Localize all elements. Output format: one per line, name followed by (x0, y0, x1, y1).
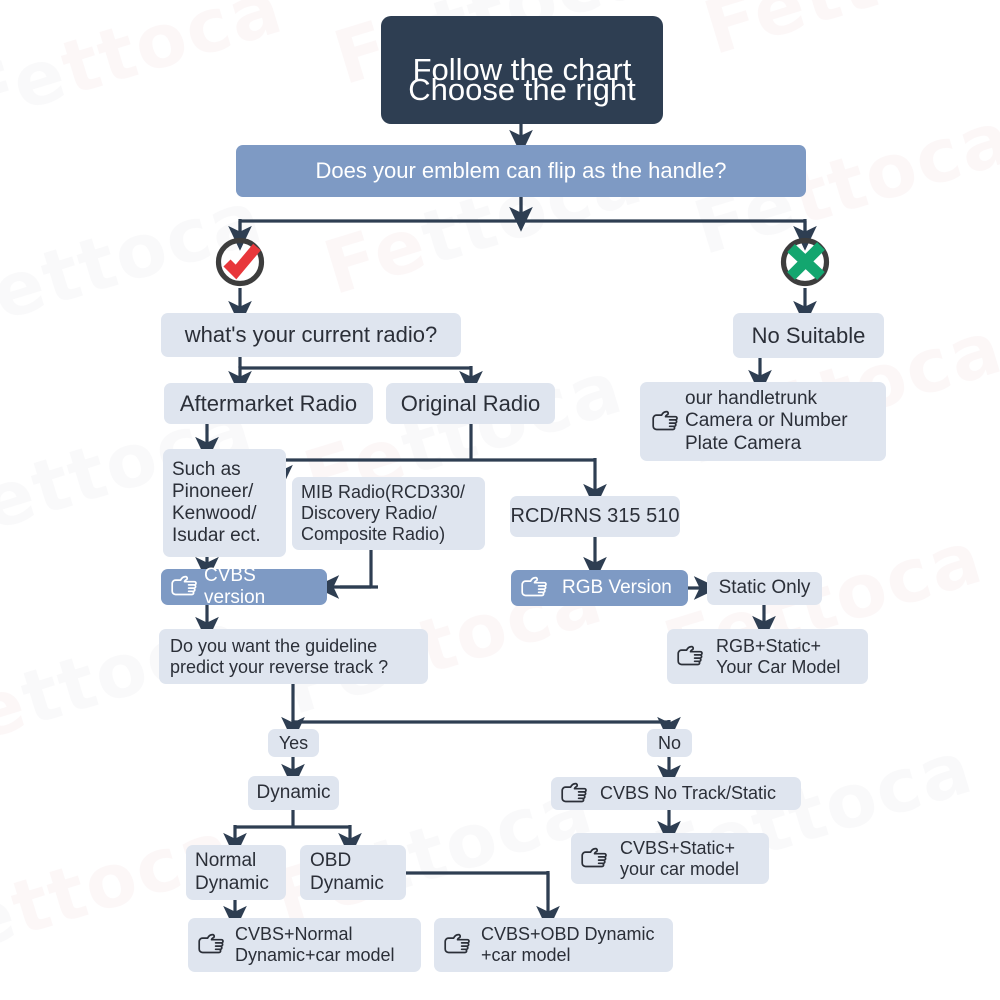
node-original-radio-label: Original Radio (400, 390, 541, 416)
node-rgb-version-label: RGB Version (562, 576, 672, 598)
node-mib-radio[interactable]: MIB Radio(RCD330/ Discovery Radio/ Compo… (292, 477, 485, 550)
pointing-hand-icon (196, 932, 226, 958)
question-emblem-flip[interactable]: Does your emblem can flip as the handle? (236, 145, 806, 197)
node-no-suitable-label: No Suitable (751, 322, 866, 348)
node-normal-dynamic-label: Normal Dynamic (195, 850, 269, 894)
node-cvbs-static-car-model-label: CVBS+Static+ your car model (620, 837, 740, 879)
node-aftermarket-radio[interactable]: Aftermarket Radio (164, 383, 373, 424)
node-cvbs-static-car-model[interactable]: CVBS+Static+ your car model (571, 833, 769, 884)
node-obd-dynamic[interactable]: OBD Dynamic (300, 845, 406, 900)
node-cvbs-obd-dynamic-car-model[interactable]: CVBS+OBD Dynamic +car model (434, 918, 673, 972)
node-static-only-label: Static Only (718, 577, 811, 599)
node-cvbs-no-track-static-label: CVBS No Track/Static (600, 783, 777, 804)
pointing-hand-icon (579, 846, 609, 872)
pointing-hand-icon (519, 575, 549, 601)
node-handletrunk-camera-label: our handletrunk Camera or Number Plate C… (685, 388, 848, 454)
node-cvbs-version[interactable]: CVBS version (161, 565, 327, 608)
pointing-hand-icon (650, 409, 680, 435)
cross-circle-icon (777, 234, 833, 290)
node-static-only[interactable]: Static Only (707, 572, 822, 605)
node-no-suitable[interactable]: No Suitable (733, 313, 884, 358)
pointing-hand-icon (675, 644, 705, 670)
node-aftermarket-radio-label: Aftermarket Radio (179, 390, 358, 416)
node-original-radio[interactable]: Original Radio (386, 383, 555, 424)
node-cvbs-no-track-static[interactable]: CVBS No Track/Static (551, 777, 801, 810)
node-handletrunk-camera[interactable]: our handletrunk Camera or Number Plate C… (640, 382, 886, 461)
question-current-radio[interactable]: what's your current radio? (161, 313, 461, 357)
node-such-as-brands-label: Such as Pinoneer/ Kenwood/ Isudar ect. (172, 458, 261, 547)
question-emblem-flip-label: Does your emblem can flip as the handle? (315, 158, 727, 184)
pointing-hand-icon (559, 781, 589, 807)
node-rgb-static-car-model[interactable]: RGB+Static+ Your Car Model (667, 629, 868, 684)
node-mib-radio-label: MIB Radio(RCD330/ Discovery Radio/ Compo… (301, 482, 466, 544)
node-no-label: No (657, 732, 681, 753)
node-cvbs-obd-dynamic-car-model-label: CVBS+OBD Dynamic +car model (481, 924, 655, 965)
question-current-radio-label: what's your current radio? (184, 322, 438, 348)
question-guideline-predict-label: Do you want the guideline predict your r… (170, 635, 389, 677)
page-title: Follow the chart (412, 52, 632, 88)
node-normal-dynamic[interactable]: Normal Dynamic (186, 845, 286, 900)
node-rgb-version[interactable]: RGB Version (511, 570, 688, 606)
node-such-as-brands[interactable]: Such as Pinoneer/ Kenwood/ Isudar ect. (163, 449, 286, 557)
question-guideline-predict[interactable]: Do you want the guideline predict your r… (159, 629, 428, 684)
node-rcd-rns-label: RCD/RNS 315 510 (510, 504, 680, 527)
node-dynamic[interactable]: Dynamic (248, 776, 339, 810)
node-cvbs-normal-dynamic-car-model-label: CVBS+Normal Dynamic+car model (235, 924, 395, 965)
node-cvbs-version-label: CVBS version (204, 564, 266, 608)
watermark-text: Fettoca (0, 0, 293, 142)
watermark-text: Fettoca (695, 0, 1000, 72)
node-obd-dynamic-label: OBD Dynamic (310, 850, 384, 894)
node-dynamic-label: Dynamic (256, 781, 331, 803)
check-circle-icon (212, 234, 268, 290)
chart-title-box: Follow the chart (381, 16, 663, 124)
pointing-hand-icon (169, 574, 199, 600)
node-yes[interactable]: Yes (268, 729, 319, 757)
node-cvbs-normal-dynamic-car-model[interactable]: CVBS+Normal Dynamic+car model (188, 918, 421, 972)
node-rgb-static-car-model-label: RGB+Static+ Your Car Model (716, 635, 841, 677)
node-yes-label: Yes (278, 732, 309, 753)
pointing-hand-icon (442, 932, 472, 958)
node-rcd-rns[interactable]: RCD/RNS 315 510 (510, 496, 680, 537)
node-no[interactable]: No (647, 729, 692, 757)
